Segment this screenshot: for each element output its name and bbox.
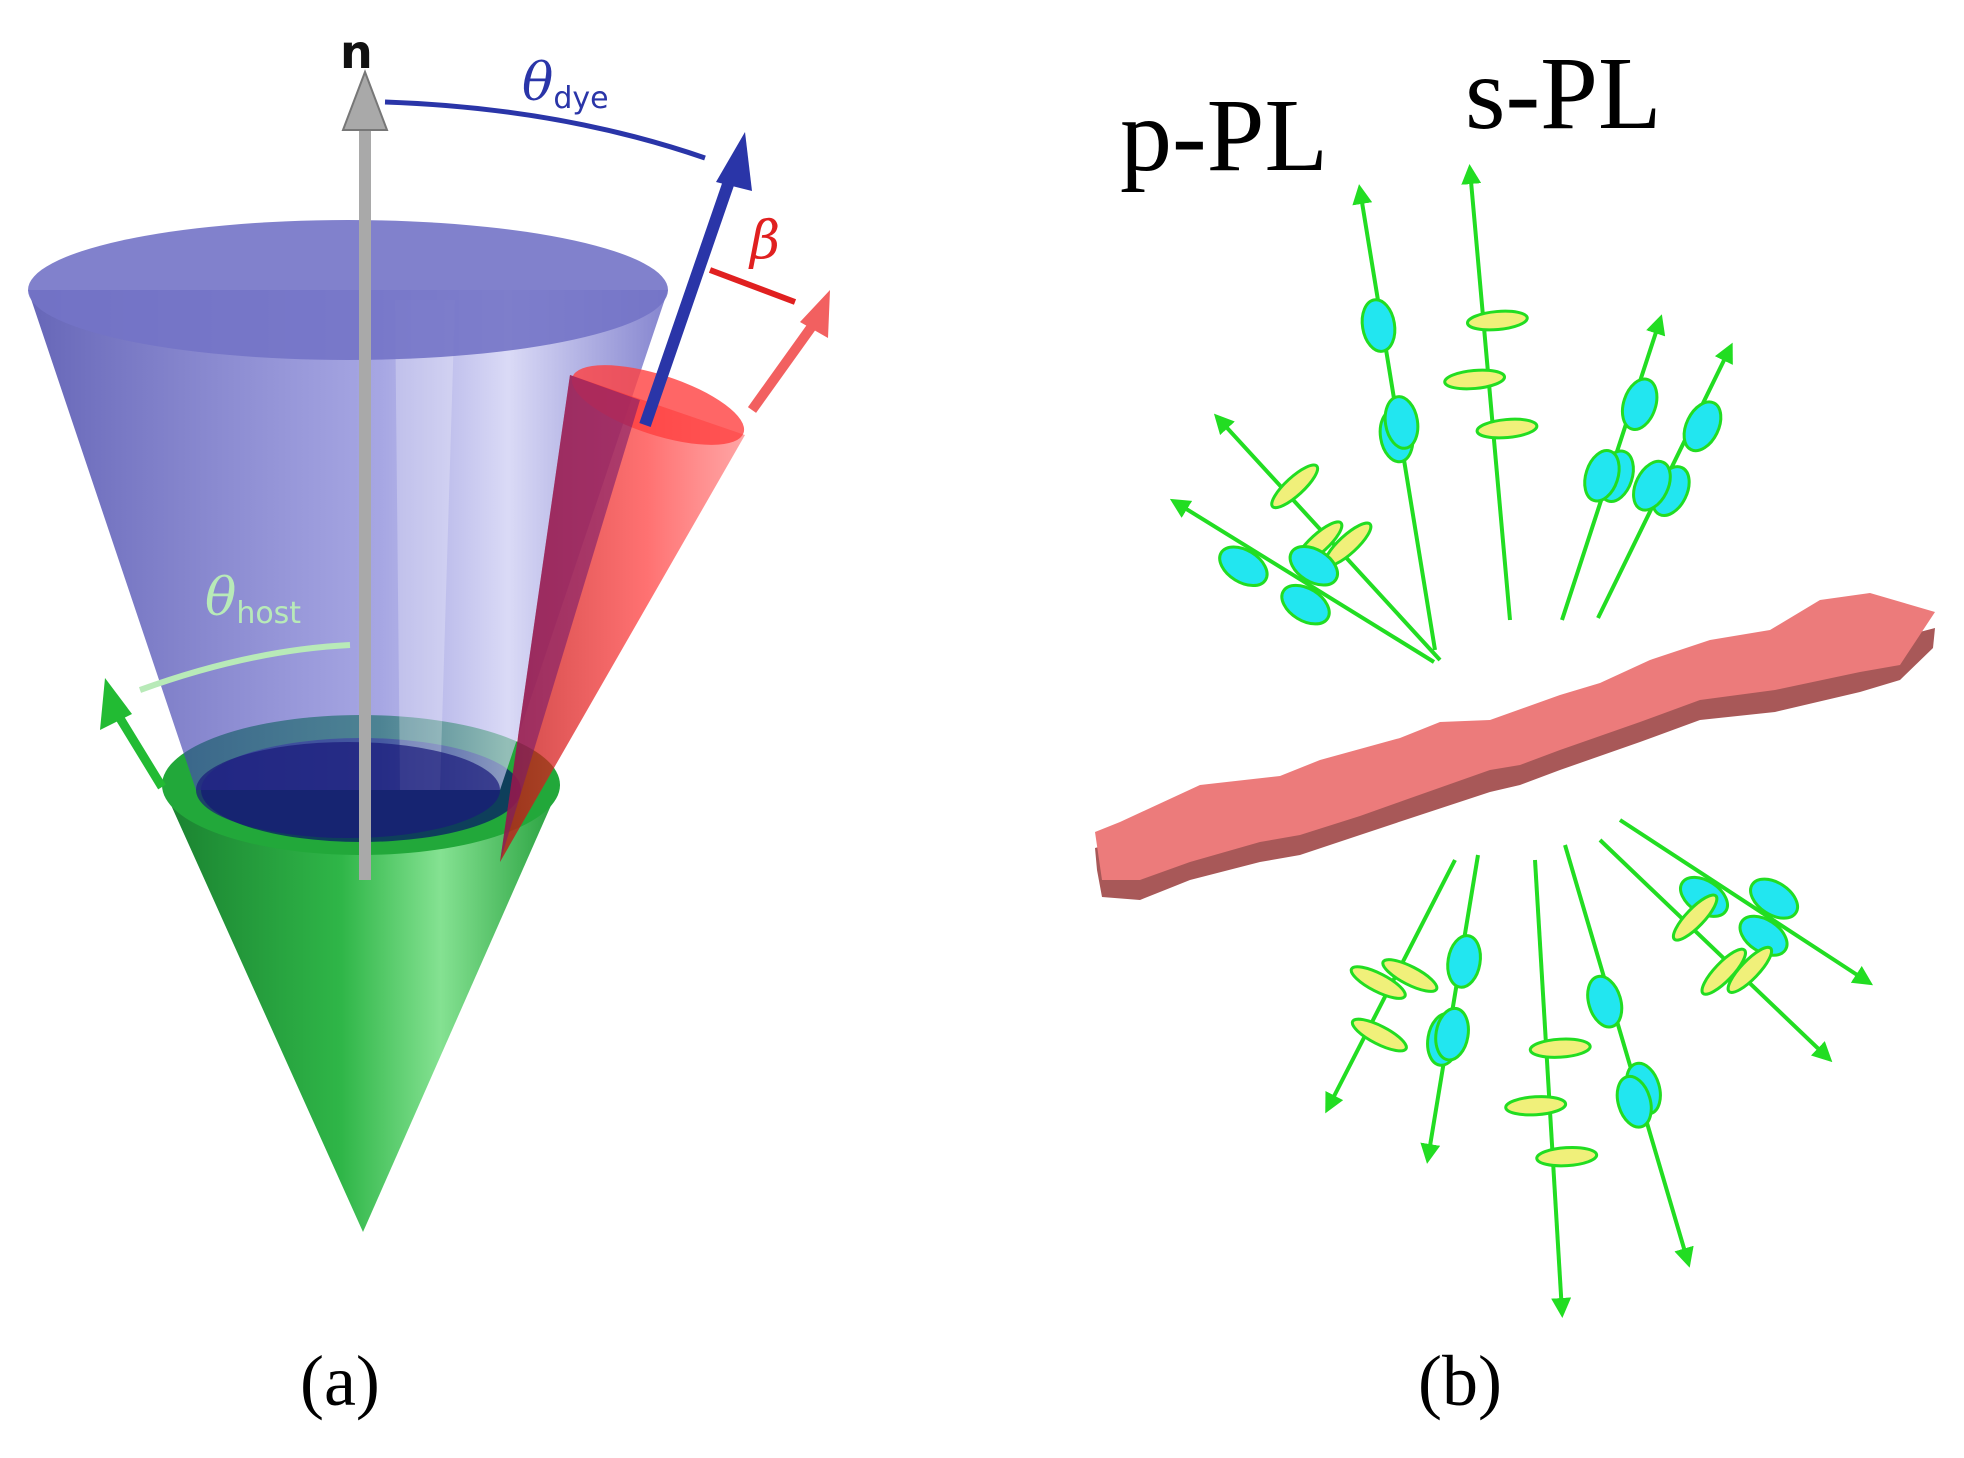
p-pl-label: p-PL: [1120, 78, 1328, 193]
caption-a: (a): [300, 1341, 380, 1421]
s-wave-lobe: [1504, 1095, 1568, 1117]
emission-ray: [1533, 859, 1572, 1318]
s-wave-lobe: [1465, 309, 1529, 332]
normal-arrow: [341, 69, 389, 880]
s-wave-lobe: [1350, 1017, 1408, 1053]
panel-a-cone-diagram: n θdye θhost β (a): [28, 25, 830, 1421]
s-wave-lobe: [1528, 1037, 1592, 1059]
p-wave-lobe: [1383, 395, 1420, 450]
dye-axis-arrow: [639, 132, 752, 427]
p-wave-lobe: [1749, 877, 1800, 920]
s-pl-label: s-PL: [1465, 36, 1661, 151]
p-wave-lobe: [1360, 298, 1397, 353]
normal-label: n: [340, 25, 373, 79]
p-wave-lobe: [1682, 400, 1723, 453]
p-wave-lobe: [1280, 583, 1331, 626]
emission-ray: [1598, 838, 1833, 1063]
p-wave-lobe: [1446, 934, 1482, 989]
p-wave-lobe: [1583, 449, 1621, 503]
dye-cone: [28, 220, 668, 838]
s-wave-lobe: [1700, 947, 1747, 996]
molecule: [1095, 593, 1935, 900]
s-wave-lobe: [1671, 893, 1719, 942]
p-wave-lobe: [1615, 1074, 1653, 1129]
emission-ray: [1618, 818, 1874, 986]
p-wave-lobe: [1738, 914, 1789, 957]
emission-rays: [1169, 164, 1874, 1318]
emission-ray: [1563, 844, 1694, 1268]
p-wave-lobe: [1620, 377, 1659, 431]
p-wave-lobe: [1632, 459, 1672, 512]
emission-ray: [1420, 854, 1480, 1164]
theta-host-label: θhost: [205, 568, 301, 631]
theta-dye-label: θdye: [522, 53, 609, 116]
dipole-arrow: [747, 290, 830, 413]
theta-host-arc: [138, 642, 351, 693]
p-wave-lobe: [1586, 974, 1624, 1029]
s-wave-lobe: [1270, 463, 1320, 510]
beta-label: β: [748, 211, 780, 271]
s-wave-lobe: [1535, 1145, 1599, 1168]
emission-ray: [1461, 164, 1512, 621]
s-wave-lobe: [1381, 958, 1439, 993]
theta-dye-arc: [384, 99, 706, 161]
s-wave-lobe: [1443, 368, 1507, 391]
panel-b-emission-diagram: p-PL s-PL (b): [1095, 36, 1935, 1421]
caption-b: (b): [1418, 1341, 1502, 1421]
p-wave-lobe: [1434, 1006, 1470, 1062]
p-wave-lobe: [1218, 545, 1269, 588]
beta-bar: [708, 267, 797, 305]
p-wave-lobe: [1288, 544, 1339, 587]
host-axis-arrow: [100, 678, 166, 790]
s-wave-lobe: [1726, 945, 1774, 994]
s-wave-lobe: [1349, 965, 1407, 1000]
s-wave-lobe: [1475, 417, 1539, 440]
emission-ray: [1169, 498, 1436, 664]
